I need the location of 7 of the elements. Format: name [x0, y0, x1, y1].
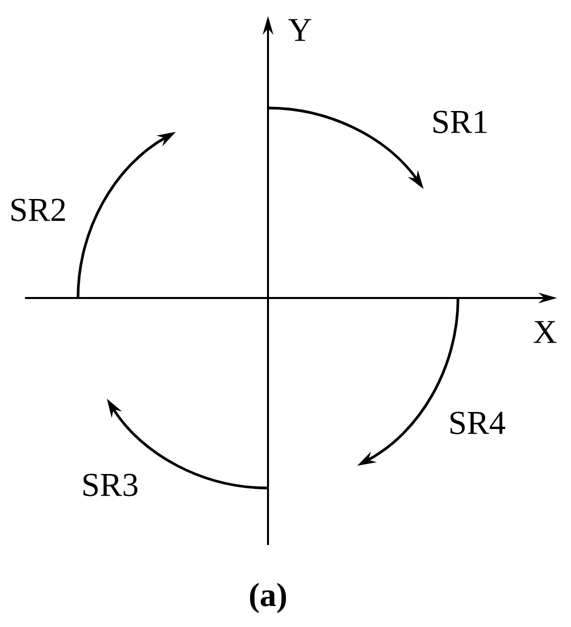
arc-label: SR1	[434, 110, 487, 134]
axis-label: Y	[288, 19, 312, 41]
caption: (a)	[250, 582, 286, 614]
arc-label: SR4	[450, 412, 506, 434]
arc-label: SR2	[12, 198, 65, 222]
arc-label: SR3	[84, 474, 138, 496]
axis-label: X	[534, 321, 556, 343]
